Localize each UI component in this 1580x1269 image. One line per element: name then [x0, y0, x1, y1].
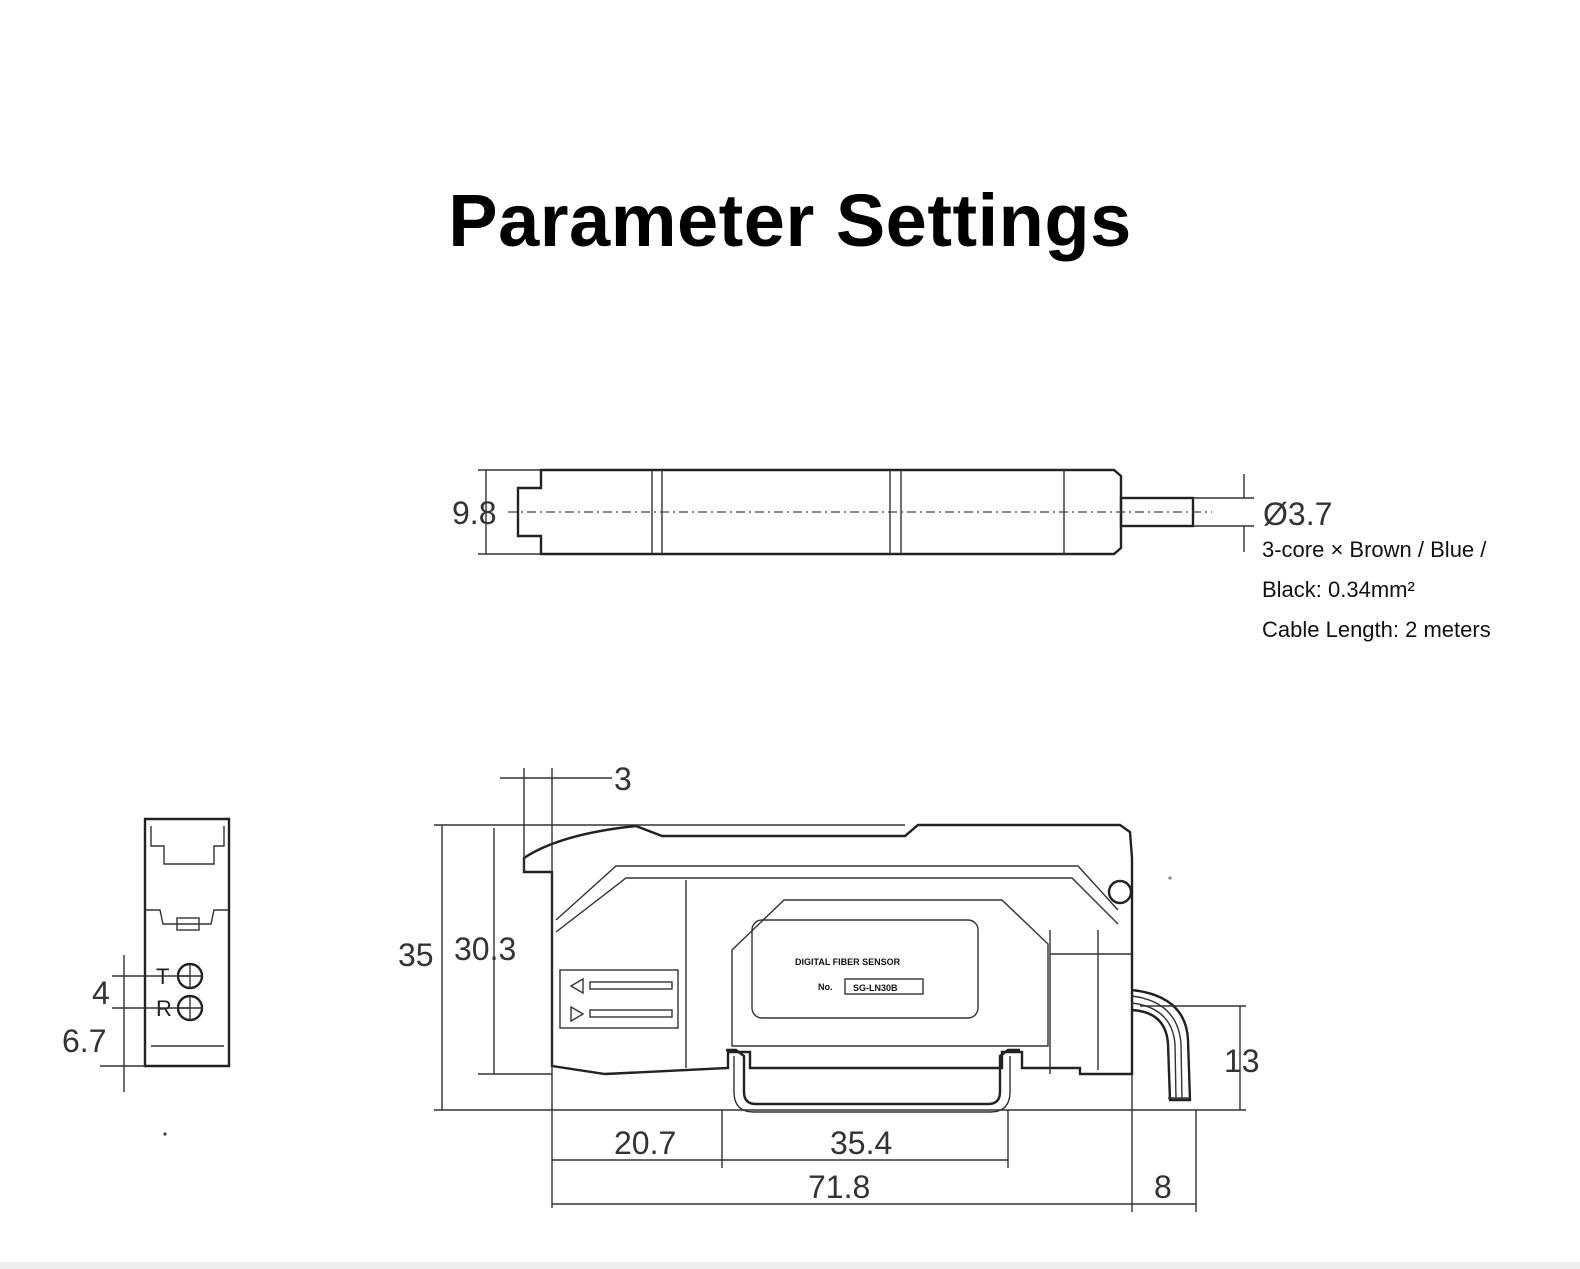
model-plate	[844, 978, 924, 995]
din-rail-clip	[726, 1048, 1020, 1106]
end-view-latch	[145, 909, 229, 925]
adjust-knob	[1107, 879, 1133, 905]
bottom-bar	[0, 1262, 1580, 1269]
indicator-panel	[559, 969, 679, 1029]
dim-port-offset: 6.7	[62, 1023, 106, 1059]
end-view-top-clip	[150, 826, 225, 865]
dim-port-pitch: 4	[92, 975, 110, 1011]
end-view-outline	[143, 817, 231, 1068]
dim-cable-height: 13	[1224, 1043, 1260, 1079]
dim-offset: 3	[614, 761, 632, 797]
dim-cable-diameter: Ø3.7	[1263, 496, 1332, 532]
label-panel-inner	[751, 919, 979, 1019]
label-text: DIGITAL FIBER SENSOR	[795, 957, 901, 967]
din-rail-clip-inner	[733, 1056, 1011, 1113]
dim-cable-reach: 8	[1154, 1169, 1172, 1205]
cable-core-line	[1131, 1002, 1177, 1101]
cable-core-line	[1131, 995, 1183, 1101]
dim-rail-offset: 20.7	[614, 1125, 676, 1161]
label-panel-outer	[731, 899, 1049, 1047]
dim-top-view-height: 9.8	[452, 495, 496, 531]
cable-spec-line: Black: 0.34mm²	[1262, 577, 1415, 602]
indicator-bar	[589, 1009, 673, 1018]
side-view: DIGITAL FIBER SENSOR No. SG-LN30B 3	[398, 761, 1260, 1212]
dim-length: 71.8	[808, 1169, 870, 1205]
end-view-window	[176, 917, 200, 931]
dim-body-height: 30.3	[454, 931, 516, 967]
side-view-cable	[1131, 988, 1192, 1102]
dim-rail-width: 35.4	[830, 1125, 892, 1161]
left-arrow-icon	[569, 977, 584, 995]
cable-spec-line: 3-core × Brown / Blue /	[1262, 537, 1487, 562]
dim-total-height: 35	[398, 937, 434, 973]
indicator-bar	[589, 981, 673, 990]
end-view: T R 4 6.7	[62, 817, 231, 1136]
page-title: Parameter Settings	[448, 179, 1132, 262]
cable-spec-note: 3-core × Brown / Blue / Black: 0.34mm² C…	[1262, 530, 1491, 650]
cable-spec-line: Cable Length: 2 meters	[1262, 617, 1491, 642]
model-number: SG-LN30B	[853, 983, 898, 993]
speck	[163, 1132, 167, 1136]
side-view-inner-contour	[555, 865, 1119, 933]
speck	[1168, 876, 1172, 880]
side-view-body-outline	[522, 823, 1134, 1076]
right-arrow-icon	[570, 1005, 585, 1023]
model-prefix: No.	[818, 982, 833, 992]
top-view: 9.8 Ø3.7	[452, 468, 1332, 556]
